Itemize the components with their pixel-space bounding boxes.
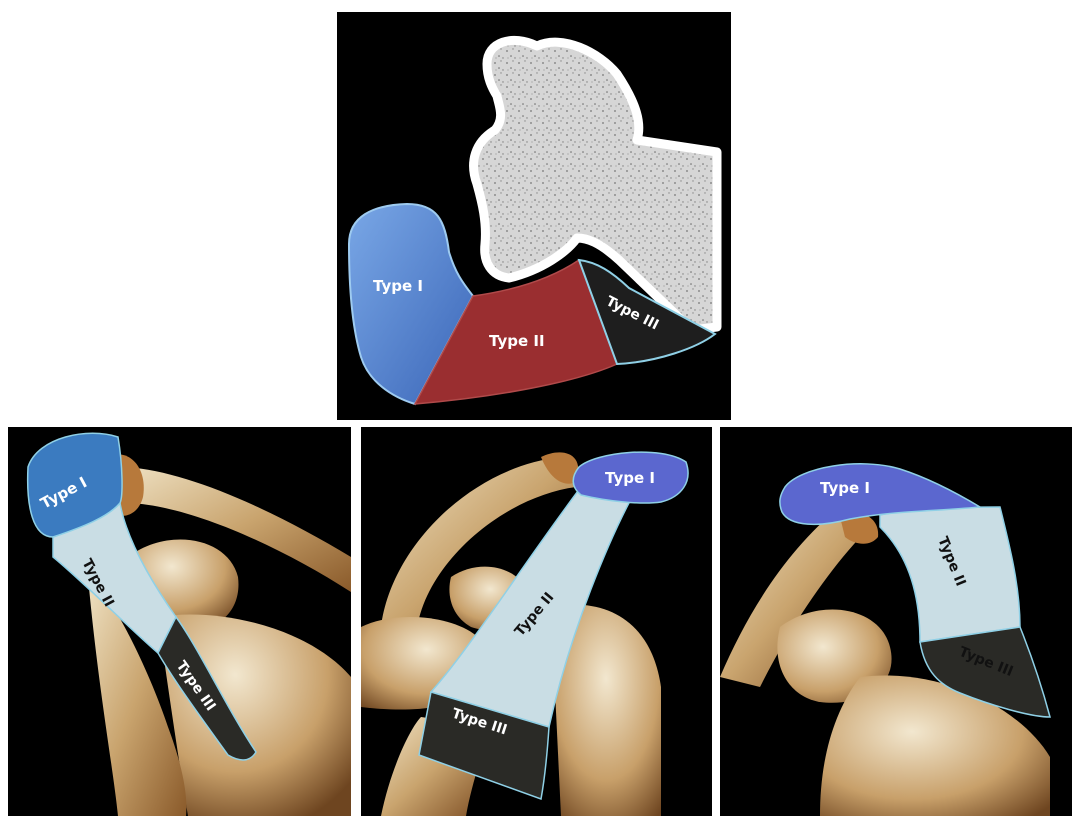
schematic-drawing: Type I Type II Type III [337,12,731,420]
type2-label: Type II [489,332,545,350]
type1-label: Type I [373,277,423,295]
render-middle: Type I Type II Type III [361,427,712,816]
type1-label: Type I [820,479,870,497]
render-panel-left: Type I Type II Type III [8,427,351,816]
render-right: Type I Type II Type III [720,427,1072,816]
render-panel-middle: Type I Type II Type III [361,427,712,816]
render-left: Type I Type II Type III [8,427,351,816]
schematic-panel: Type I Type II Type III [337,12,731,420]
render-panel-right: Type I Type II Type III [720,427,1072,816]
type1-label: Type I [605,469,655,487]
